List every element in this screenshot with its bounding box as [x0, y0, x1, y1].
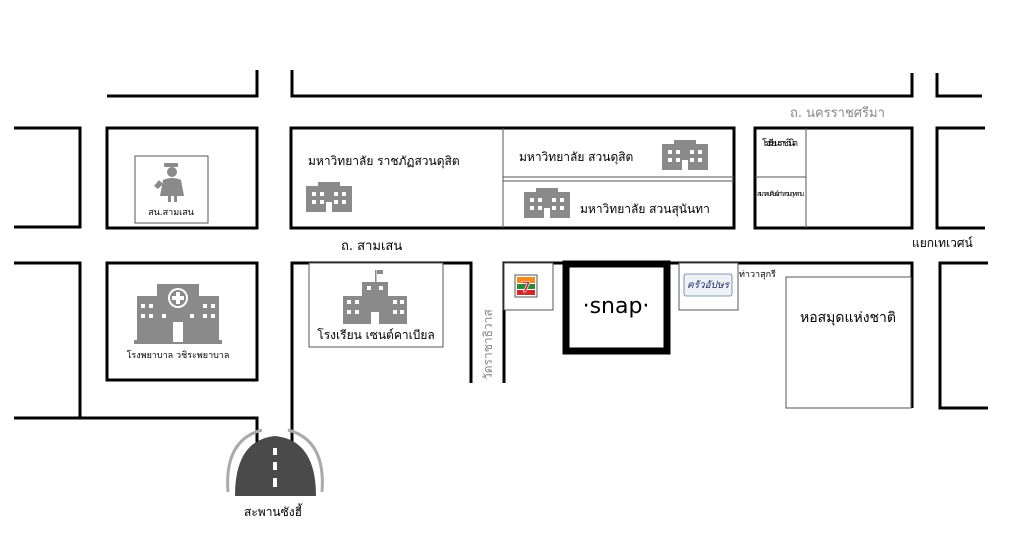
st-gabriel-label: โรงเรียน เซนต์คาเบียล: [317, 328, 434, 342]
bridge-road-icon: [226, 428, 324, 496]
thewet-intersection-label: แยกเทเวศน์: [912, 236, 973, 250]
block-far-right-upper: [935, 126, 985, 230]
rajabhat-univ-label: มหาวิทยาลัย ราชภัฏสวนดุสิต: [308, 154, 460, 169]
national-library-box: [785, 276, 912, 409]
khrua-store-label: ครัวอัปษร: [687, 280, 731, 291]
block-st-gabriel: [80, 416, 259, 443]
block-far-right-lower: [938, 261, 988, 410]
police-icon: [154, 163, 184, 202]
school-building-icon: [343, 270, 407, 324]
block-rajini-school: [753, 126, 914, 230]
block-far-left-lower: [14, 261, 82, 420]
suan-sunandha-building-icon: [524, 188, 570, 218]
svg-text:7: 7: [521, 280, 531, 296]
rajabhat-building-icon: [306, 182, 352, 212]
block-universities: [289, 126, 736, 230]
block-far-left-upper: [14, 126, 82, 229]
rajini-school-label: โรงเรียน ราชวินิต: [762, 138, 798, 149]
hospital-label: โรงพยาบาล วชิระพยาบาล: [127, 350, 230, 361]
snap-store-box[interactable]: [562, 260, 671, 355]
road-edge-top-right: [935, 73, 982, 98]
block-police-station: [105, 126, 259, 230]
wat-ratchathiwat-label: วัดราชาธิวาส: [481, 309, 495, 380]
police-station-label: สน.สามเสน: [148, 208, 194, 218]
snap-store-label: ·snap·: [583, 294, 650, 319]
hospital-icon: [134, 284, 222, 344]
khrua-store-logo-icon: [683, 273, 733, 297]
national-library-label: หอสมุดแห่งชาติ: [800, 310, 896, 326]
suan-dusit-univ-label: มหาวิทยาลัย สวนดุสิต: [519, 150, 633, 165]
suankularb-assoc-label: สมาคมศิษย์เก่า สวนกุหลาบ: [757, 190, 804, 198]
sang-hi-bridge-label: สะพานซังฮี้: [244, 503, 303, 519]
seven-eleven-logo-icon: 7: [514, 274, 538, 298]
road-edge-top-middle: [290, 70, 914, 98]
road-edge-top-left: [107, 70, 259, 98]
tha-wasukri-label: ท่าวาสุกรี: [739, 269, 776, 280]
nakhon-ratchasima-road-label: ถ. นครราชศรีมา: [790, 105, 885, 121]
seven-eleven-label: 7-ELEVEn: [521, 294, 531, 296]
suan-dusit-building-icon: [662, 140, 708, 170]
block-hospital: [105, 261, 259, 382]
suan-sunandha-univ-label: มหาวิทยาลัย สวนสุนันทา: [580, 202, 710, 217]
samsen-road-label: ถ. สามเสน: [341, 239, 402, 254]
